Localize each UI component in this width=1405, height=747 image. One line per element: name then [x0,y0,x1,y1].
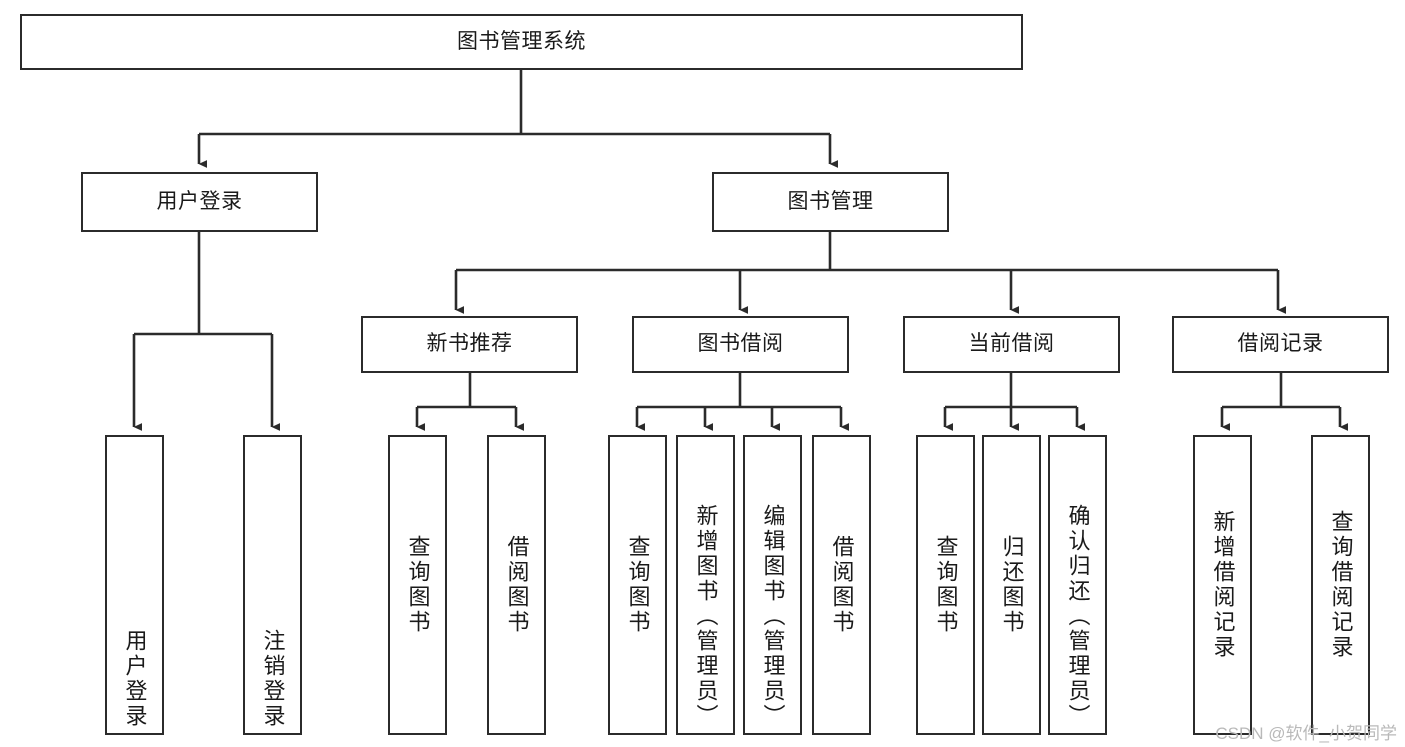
leaf-new-books-query[interactable]: 查询图书 [388,435,447,735]
node-borrow-records-label: 借阅记录 [1237,332,1324,356]
node-book-management[interactable]: 图书管理 [712,172,949,232]
node-current-borrow-label: 当前借阅 [968,332,1055,356]
leaf-current-query-book-label: 查询图书 [933,535,959,635]
leaf-borrow-add-book-admin[interactable]: 新增图书（管理员） [676,435,735,735]
leaf-records-add-record[interactable]: 新增借阅记录 [1193,435,1252,735]
node-current-borrow[interactable]: 当前借阅 [903,316,1120,373]
leaf-current-return-book[interactable]: 归还图书 [982,435,1041,735]
node-book-borrow-label: 图书借阅 [697,332,784,356]
leaf-user-login-signout[interactable]: 注销登录 [243,435,302,735]
csdn-watermark: CSDN @软件_小贺同学 [1215,724,1397,743]
node-new-book-recommend-label: 新书推荐 [426,332,513,356]
node-root-label: 图书管理系统 [457,29,586,53]
node-book-borrow[interactable]: 图书借阅 [632,316,849,373]
leaf-borrow-edit-book-admin-label: 编辑图书（管理员） [760,504,786,729]
leaf-user-login-signin[interactable]: 用户登录 [105,435,164,735]
node-user-login-label: 用户登录 [156,189,243,213]
leaf-borrow-borrow-book-label: 借阅图书 [829,535,855,635]
leaf-borrow-add-book-admin-label: 新增图书（管理员） [693,504,719,729]
node-borrow-records[interactable]: 借阅记录 [1172,316,1389,373]
node-user-login[interactable]: 用户登录 [81,172,318,232]
leaf-borrow-borrow-book[interactable]: 借阅图书 [812,435,871,735]
leaf-new-books-borrow-label: 借阅图书 [504,535,530,635]
leaf-borrow-query-book-label: 查询图书 [625,535,651,635]
leaf-current-return-book-label: 归还图书 [999,535,1025,635]
leaf-borrow-query-book[interactable]: 查询图书 [608,435,667,735]
node-book-management-label: 图书管理 [787,189,874,213]
leaf-new-books-borrow[interactable]: 借阅图书 [487,435,546,735]
leaf-current-query-book[interactable]: 查询图书 [916,435,975,735]
leaf-new-books-query-label: 查询图书 [405,535,431,635]
leaf-borrow-edit-book-admin[interactable]: 编辑图书（管理员） [743,435,802,735]
leaf-records-query-record[interactable]: 查询借阅记录 [1311,435,1370,735]
leaf-user-login-signout-label: 注销登录 [260,629,286,729]
leaf-records-query-record-label: 查询借阅记录 [1328,510,1354,660]
node-root[interactable]: 图书管理系统 [20,14,1023,70]
leaf-user-login-signin-label: 用户登录 [122,629,148,729]
leaf-records-add-record-label: 新增借阅记录 [1210,510,1236,660]
leaf-current-confirm-return-admin[interactable]: 确认归还（管理员） [1048,435,1107,735]
node-new-book-recommend[interactable]: 新书推荐 [361,316,578,373]
leaf-current-confirm-return-admin-label: 确认归还（管理员） [1065,504,1091,729]
